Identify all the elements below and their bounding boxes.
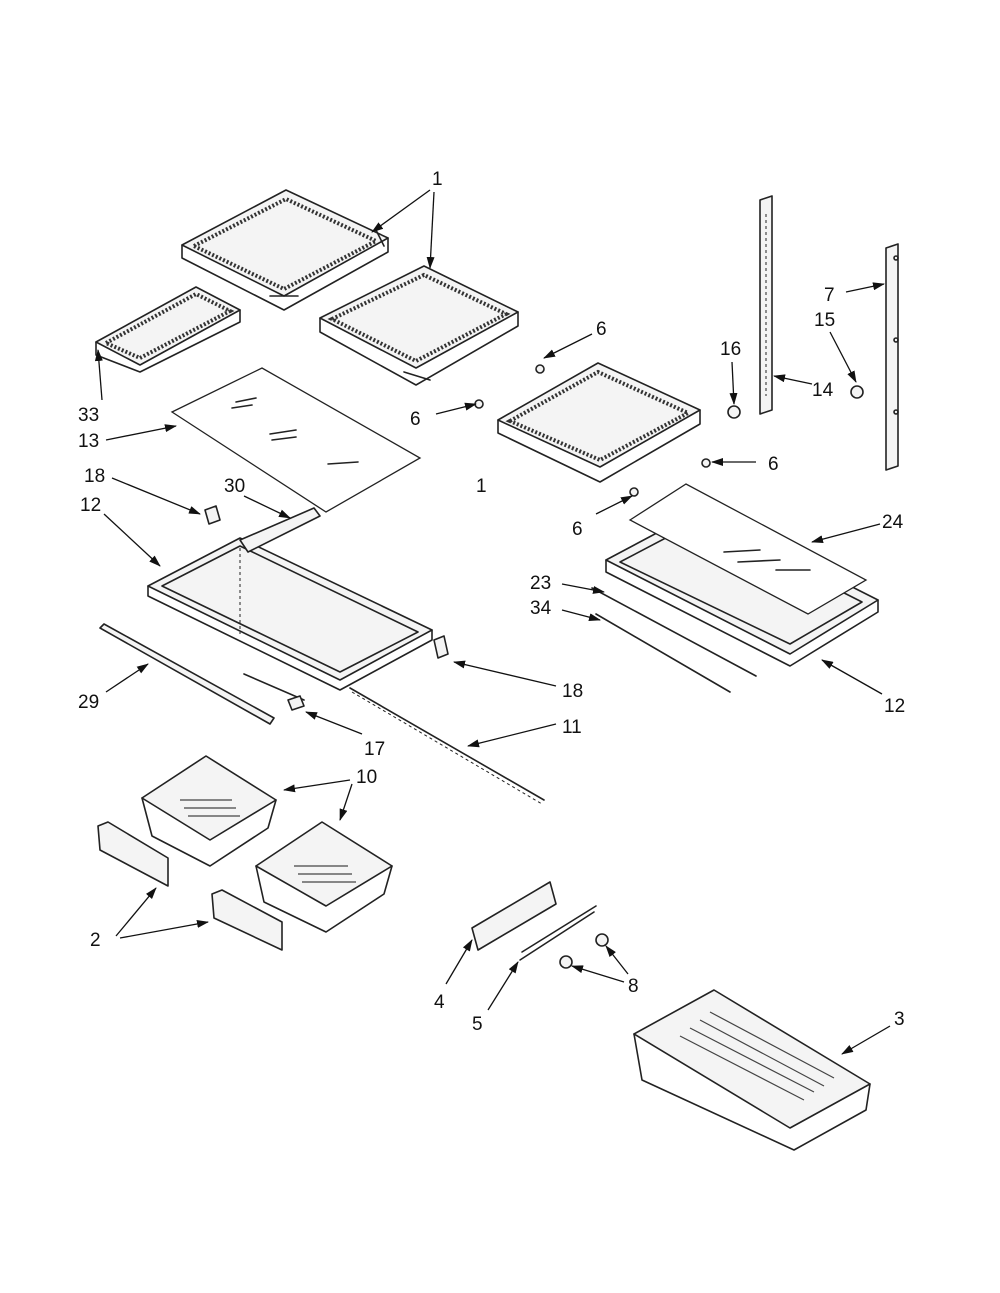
shelf-frame-part-12-left	[147, 505, 449, 691]
trim-part-29	[99, 623, 275, 725]
shelf-rail-part-14	[727, 195, 773, 419]
trim-part-34	[595, 613, 731, 693]
callout-6: 6	[410, 409, 421, 430]
shelf-part-1-top	[181, 189, 389, 311]
callout-1: 1	[476, 476, 487, 497]
rod-part-11	[349, 687, 545, 805]
callout-6: 6	[768, 454, 779, 475]
callout-7: 7	[824, 285, 835, 306]
shelf-part-1-right	[497, 362, 701, 483]
crisper-drawer-part-10-left	[141, 755, 277, 867]
callout-15: 15	[814, 310, 835, 331]
screw-part-6	[474, 364, 711, 497]
callout-13: 13	[78, 431, 99, 452]
callout-12: 12	[884, 696, 905, 717]
callout-5: 5	[472, 1014, 483, 1035]
callout-16: 16	[720, 339, 741, 360]
slide-part-5	[519, 905, 597, 961]
callout-11: 11	[562, 717, 582, 738]
glass-shelf-part-24	[628, 483, 868, 615]
callout-3: 3	[894, 1009, 905, 1030]
callout-17: 17	[364, 739, 385, 760]
callout-12: 12	[80, 495, 101, 516]
callout-14: 14	[812, 380, 834, 401]
callout-2: 2	[90, 930, 101, 951]
callout-30: 30	[224, 476, 245, 497]
drawer-handle-part-2	[97, 821, 283, 951]
part-17	[243, 673, 305, 711]
callout-1: 1	[432, 169, 443, 190]
shelf-rail-part-7	[850, 243, 899, 471]
callout-labels: 1 6 7 15 16 14 6 6 1 6 33 13 18 30 12 24…	[78, 169, 905, 1035]
trim-part-23	[591, 587, 757, 677]
callout-18: 18	[562, 681, 583, 702]
shelf-part-1-middle	[319, 265, 519, 386]
callout-6: 6	[572, 519, 583, 540]
callout-4: 4	[434, 992, 445, 1013]
pan-drawer-part-3	[633, 989, 871, 1151]
callout-24: 24	[882, 512, 904, 533]
crisper-drawer-part-10-right	[255, 821, 393, 933]
leader-lines	[94, 189, 891, 1055]
shelf-part-33	[95, 286, 241, 373]
callout-18: 18	[84, 466, 105, 487]
callout-23: 23	[530, 573, 551, 594]
callout-29: 29	[78, 692, 99, 713]
callout-6: 6	[596, 319, 607, 340]
glass-shelf-part-13	[170, 367, 422, 513]
callout-10: 10	[356, 767, 377, 788]
callout-8: 8	[628, 976, 639, 997]
slide-part-4	[471, 881, 557, 951]
screw-part-8	[559, 933, 609, 969]
callout-33: 33	[78, 405, 99, 426]
callout-34: 34	[530, 598, 552, 619]
